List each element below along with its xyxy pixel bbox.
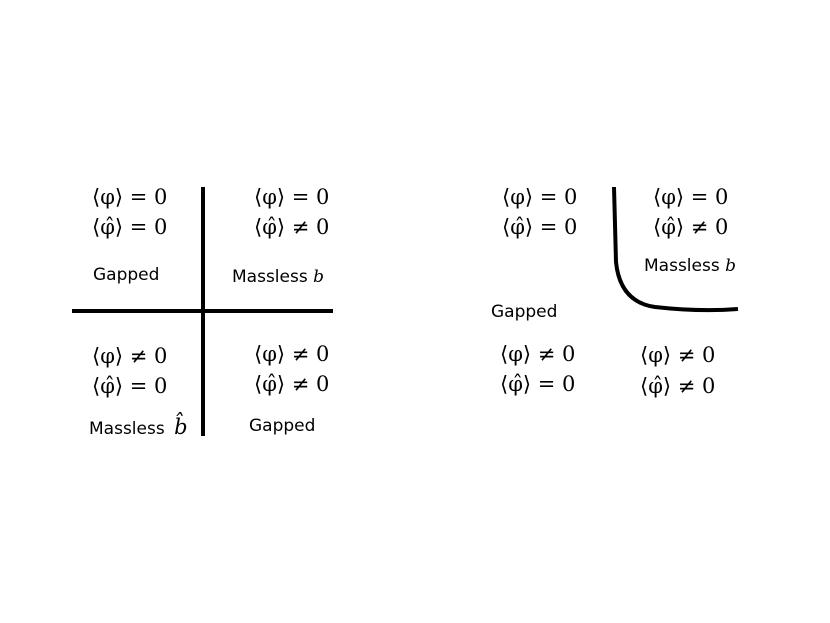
right-br-expr-phihat: ⟨φ̂⟩ ≠ 0 — [640, 374, 716, 398]
left-br-expr-phi: ⟨φ⟩ ≠ 0 — [254, 342, 330, 366]
left-tr-label-text: Massless — [232, 267, 308, 287]
right-tr-label: Massless b — [644, 258, 736, 275]
right-tr-expr-phi: ⟨φ⟩ = 0 — [653, 185, 729, 209]
left-tl-expr-phi: ⟨φ⟩ = 0 — [92, 185, 168, 209]
left-bl-expr-phihat: ⟨φ̂⟩ = 0 — [92, 374, 168, 398]
right-bl-expr-phi: ⟨φ⟩ ≠ 0 — [500, 342, 576, 366]
left-bl-label-text: Massless — [89, 419, 165, 439]
right-tr-label-text: Massless — [644, 256, 720, 276]
left-bl-label-var: b̂ — [174, 415, 188, 439]
right-gapped-label: Gapped — [491, 302, 558, 322]
right-tr-expr-phihat: ⟨φ̂⟩ ≠ 0 — [653, 215, 729, 239]
left-tr-label: Massless b — [232, 269, 324, 286]
left-bl-label: Massless b̂ — [89, 417, 188, 438]
left-horizontal-axis — [72, 309, 333, 313]
left-tr-expr-phihat: ⟨φ̂⟩ ≠ 0 — [254, 215, 330, 239]
left-tr-expr-phi: ⟨φ⟩ = 0 — [254, 185, 330, 209]
left-br-label: Gapped — [249, 416, 316, 436]
right-tr-label-var: b — [725, 256, 736, 276]
left-tl-expr-phihat: ⟨φ̂⟩ = 0 — [92, 215, 168, 239]
right-tl-expr-phihat: ⟨φ̂⟩ = 0 — [502, 215, 578, 239]
right-tl-expr-phi: ⟨φ⟩ = 0 — [502, 185, 578, 209]
right-bl-expr-phihat: ⟨φ̂⟩ = 0 — [500, 372, 576, 396]
left-tr-label-var: b — [313, 267, 324, 287]
right-br-expr-phi: ⟨φ⟩ ≠ 0 — [640, 343, 716, 367]
left-br-expr-phihat: ⟨φ̂⟩ ≠ 0 — [254, 372, 330, 396]
left-tl-label: Gapped — [93, 265, 160, 285]
left-bl-expr-phi: ⟨φ⟩ ≠ 0 — [92, 344, 168, 368]
